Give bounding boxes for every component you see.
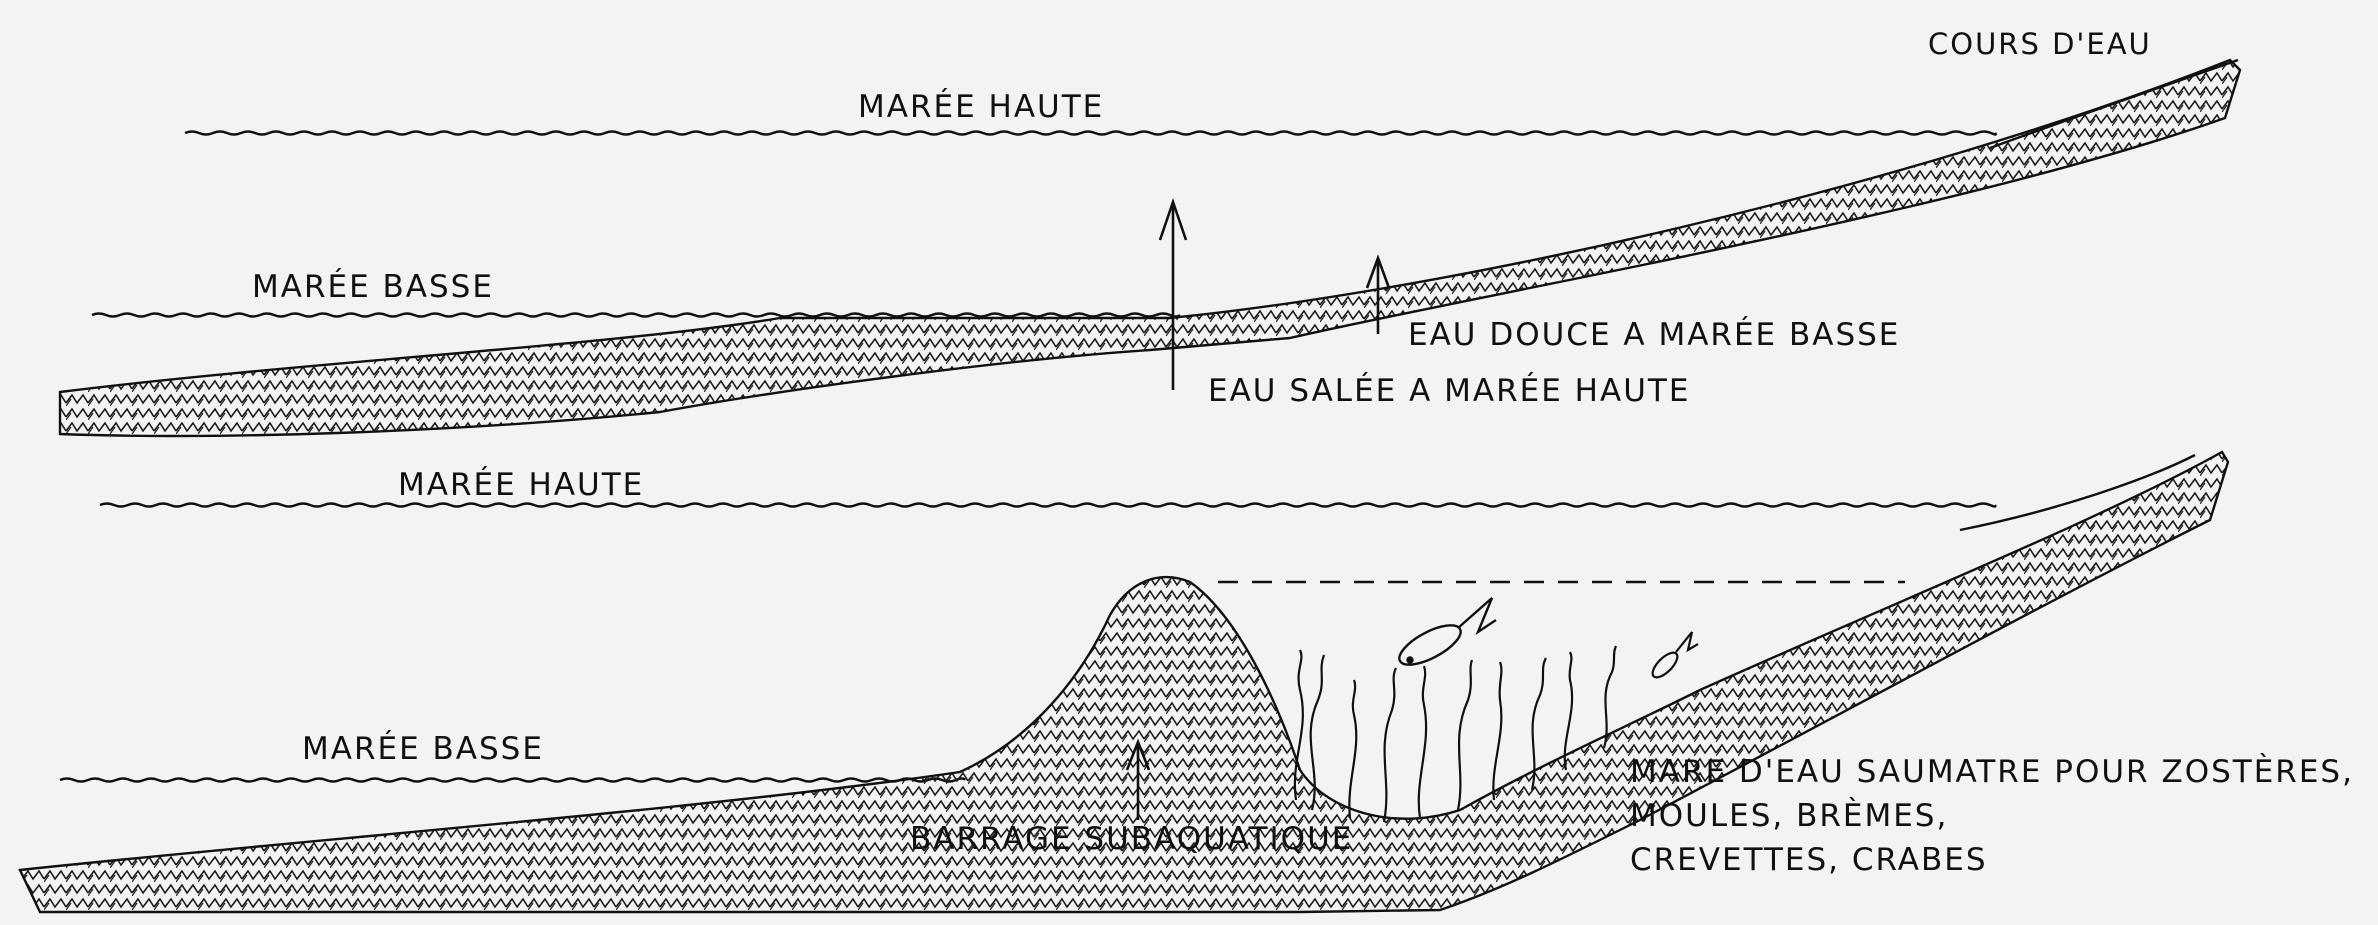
label-cours-d-eau: COURS D'EAU <box>1928 30 2152 59</box>
label-bottom-maree-basse: MARÉE BASSE <box>302 734 544 765</box>
small-fish-icon <box>1649 632 1698 681</box>
top-high-tide-line <box>185 132 1996 135</box>
label-mare-line-2: MOULES, BRÈMES, <box>1630 794 2354 838</box>
top-low-tide-line <box>92 314 1180 317</box>
label-bottom-maree-haute: MARÉE HAUTE <box>398 470 644 501</box>
top-seabed <box>60 60 2240 436</box>
label-top-maree-haute: MARÉE HAUTE <box>858 92 1104 123</box>
fish-icon <box>1394 598 1496 672</box>
label-barrage-subaquatique: BARRAGE SUBAQUATIQUE <box>910 824 1353 855</box>
top-profile <box>60 60 2240 436</box>
label-mare-saumatre: MARE D'EAU SAUMATRE POUR ZOSTÈRES, MOULE… <box>1630 750 2354 882</box>
label-top-maree-basse: MARÉE BASSE <box>252 272 494 303</box>
label-eau-salee: EAU SALÉE A MARÉE HAUTE <box>1208 376 1690 407</box>
label-mare-line-1: MARE D'EAU SAUMATRE POUR ZOSTÈRES, <box>1630 750 2354 794</box>
label-mare-line-3: CREVETTES, CRABES <box>1630 838 2354 882</box>
saltwater-arrow <box>1160 202 1186 390</box>
bottom-low-tide-line <box>60 779 965 782</box>
label-eau-douce: EAU DOUCE A MARÉE BASSE <box>1408 320 1900 351</box>
bottom-high-tide-line <box>100 504 1995 507</box>
